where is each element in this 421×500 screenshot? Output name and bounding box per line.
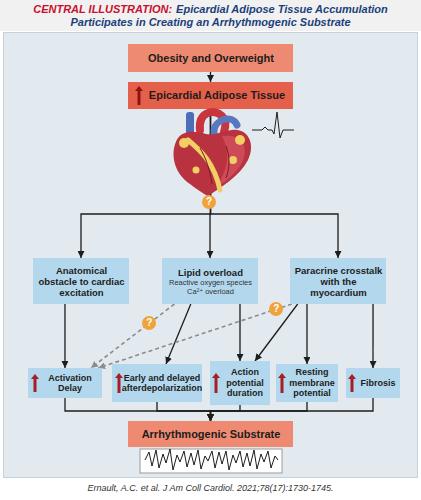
- caption-area: Ernault, A.C. et al. J Am Coll Cardiol. …: [0, 483, 421, 494]
- effect-box: Early and delayed afterdepolarization: [112, 364, 202, 402]
- box-text: Fibrosis: [360, 378, 395, 389]
- flow-arrow: [306, 304, 307, 364]
- header-label: CENTRAL ILLUSTRATION:: [33, 3, 172, 15]
- box-text: Epicardial Adipose Tissue: [149, 89, 285, 102]
- flow-arrow: [210, 72, 211, 82]
- ecg-trace: [252, 112, 294, 138]
- box-text: Early and delayed afterdepolarization: [122, 373, 203, 394]
- box-text: Resting membrane potential: [289, 367, 335, 399]
- box-text: Paracrine crosstalk with the myocardium: [294, 265, 383, 298]
- flow-arrow: [166, 304, 191, 364]
- increase-arrow-symbols: [31, 86, 356, 393]
- flow-arrow: [239, 304, 240, 361]
- flow-arrow: [372, 304, 373, 368]
- cause-box: Obesity and Overweight: [128, 44, 293, 72]
- header-band: CENTRAL ILLUSTRATION:Epicardial Adipose …: [0, 0, 421, 31]
- effect-box: Fibrosis: [346, 368, 400, 398]
- arrhythmia-ecg: [140, 449, 282, 473]
- box-text: Action potential duration: [223, 367, 267, 399]
- flow-arrow: [211, 405, 241, 421]
- effect-box: Resting membrane potential: [276, 364, 338, 402]
- mechanism-box: Anatomical obstacle to cardiac excitatio…: [33, 258, 129, 304]
- box-text: Activation Delay: [41, 373, 99, 394]
- flow-arrow: [64, 304, 65, 368]
- effect-box: Action potential duration: [210, 361, 270, 405]
- tissue-box: Epicardial Adipose Tissue: [128, 82, 293, 109]
- box-text: Lipid overload: [178, 267, 243, 278]
- dashed-arrow: [91, 304, 175, 368]
- box-text: Anatomical obstacle to cardiac excitatio…: [37, 265, 126, 298]
- mechanism-box: Lipid overloadReactive oxygen species Ca…: [162, 258, 258, 304]
- box-text: Obesity and Overweight: [148, 52, 274, 65]
- mechanism-box: Paracrine crosstalk with the myocardium: [290, 258, 386, 304]
- box-text: Arrhythmogenic Substrate: [142, 428, 281, 441]
- outcome-box: Arrhythmogenic Substrate: [128, 421, 293, 447]
- heart-illustration: [174, 112, 252, 196]
- effect-box: Activation Delay: [28, 368, 102, 398]
- question-mark: ?: [202, 195, 216, 209]
- box-subtext: Reactive oxygen species Ca²⁺ overload: [166, 278, 255, 296]
- flow-arrow: [157, 402, 211, 421]
- dashed-arrow: [98, 304, 292, 368]
- citation-caption: Ernault, A.C. et al. J Am Coll Cardiol. …: [88, 483, 334, 493]
